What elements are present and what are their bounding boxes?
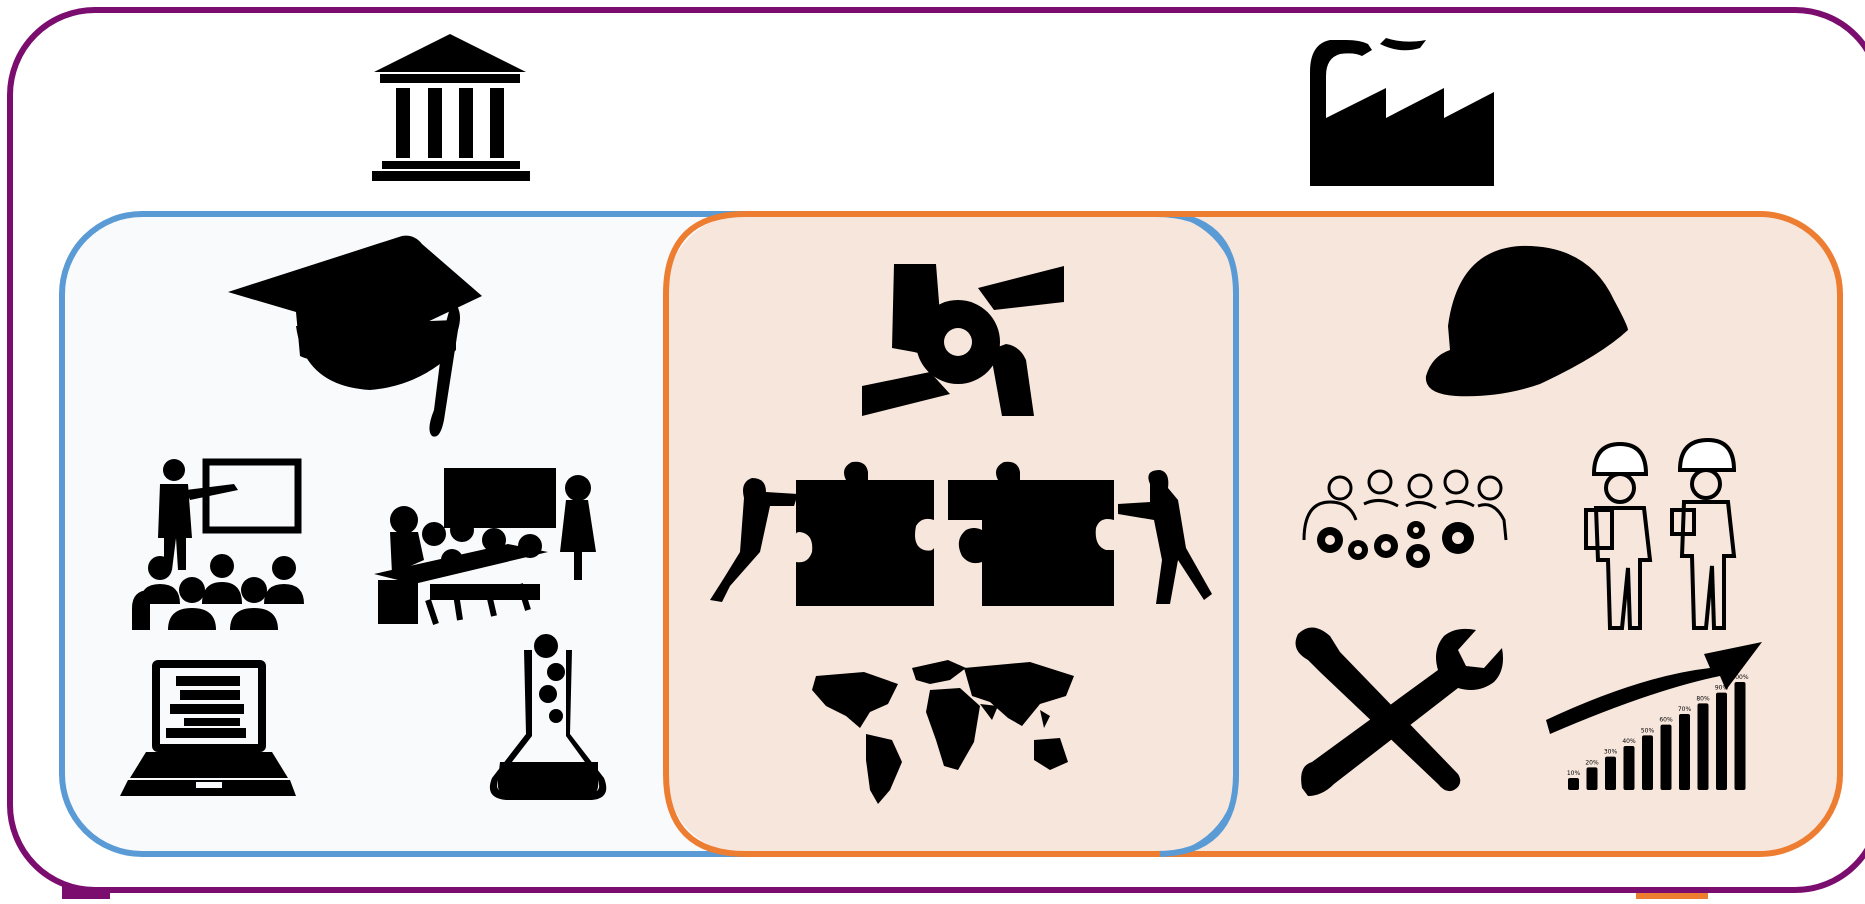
factory-icon [1310,38,1494,186]
academia-right-border [1155,211,1239,857]
hard-hat-icon [1425,245,1628,397]
growth-bar [1660,724,1672,790]
growth-bar [1679,714,1690,790]
growth-bar-label: 40% [1622,738,1636,745]
puzzle-pieces-icon [710,461,1212,606]
growth-bar [1697,703,1709,790]
teacher-lecture-icon [132,458,304,630]
laptop-books-icon [120,660,296,796]
growth-bar-label: 60% [1659,717,1673,724]
classroom-icon [374,468,596,625]
overlap-region [666,214,1236,854]
growth-bar-label: 100% [1731,674,1748,681]
growth-bar [1568,778,1579,790]
bank-building-icon [372,34,530,181]
growth-bar [1586,767,1598,790]
growth-bar [1605,756,1616,790]
industry-left-border [663,211,1160,857]
growth-bar-label: 50% [1641,727,1655,734]
growth-bar [1642,735,1653,790]
growth-bar-label: 20% [1585,759,1599,766]
growth-bar [1734,682,1746,790]
growth-bar [1716,692,1727,790]
growth-chart-icon: 10% 20% 30% 40% 50% 60% 70% 80% 90%100% [1546,642,1762,790]
growth-bar [1623,746,1635,790]
team-gears-icon [1302,469,1508,568]
tools-icon [1295,627,1503,796]
growth-bar-label: 10% [1567,770,1581,777]
world-map-icon [812,660,1074,804]
chemistry-flask-icon [489,634,607,800]
growth-bar-label: 70% [1678,706,1692,713]
growth-bar-label: 30% [1604,749,1618,756]
growth-bar-label: 90% [1715,685,1729,692]
handshake-circle-icon [862,264,1064,416]
graduation-cap-icon [228,235,482,437]
engineers-icon [1584,437,1737,630]
growth-bar-label: 80% [1696,695,1710,702]
